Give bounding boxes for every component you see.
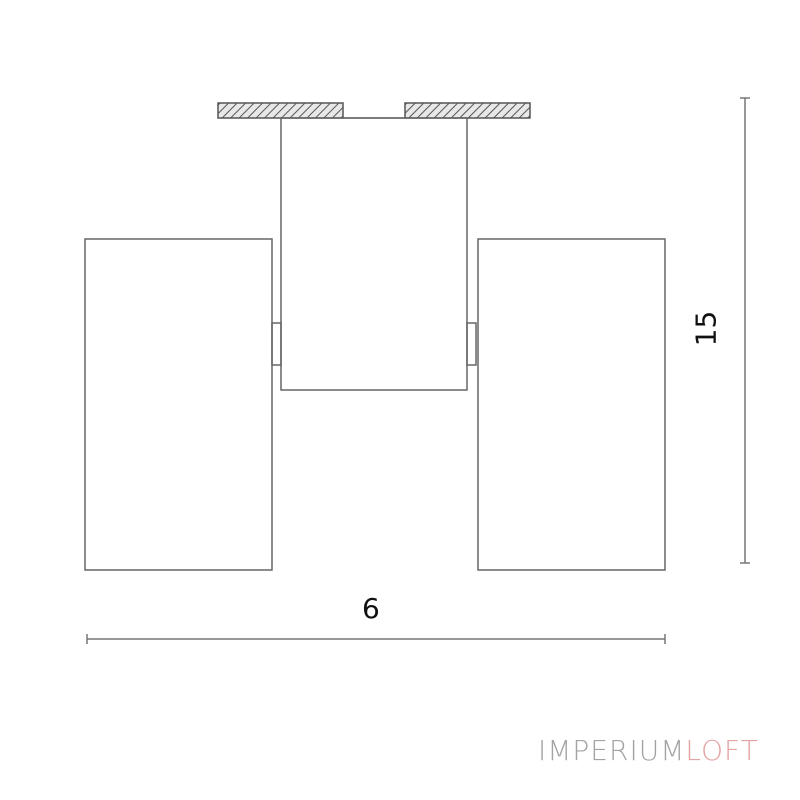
width-dimension-line (86, 634, 666, 644)
right-joint (466, 322, 477, 366)
right-cylinder (477, 238, 666, 571)
logo-part-imperium: IMPERIUM (538, 734, 686, 767)
mounting-plate-left (217, 102, 344, 119)
brand-logo: IMPERIUMLOFT (538, 734, 759, 767)
height-dimension-line (740, 97, 750, 564)
center-body (280, 117, 468, 391)
left-cylinder (84, 238, 273, 571)
mounting-plate-right (404, 102, 531, 119)
width-label: 6 (362, 592, 380, 625)
left-joint (271, 322, 282, 366)
height-label: 15 (689, 310, 723, 347)
logo-part-loft: LOFT (685, 734, 759, 767)
